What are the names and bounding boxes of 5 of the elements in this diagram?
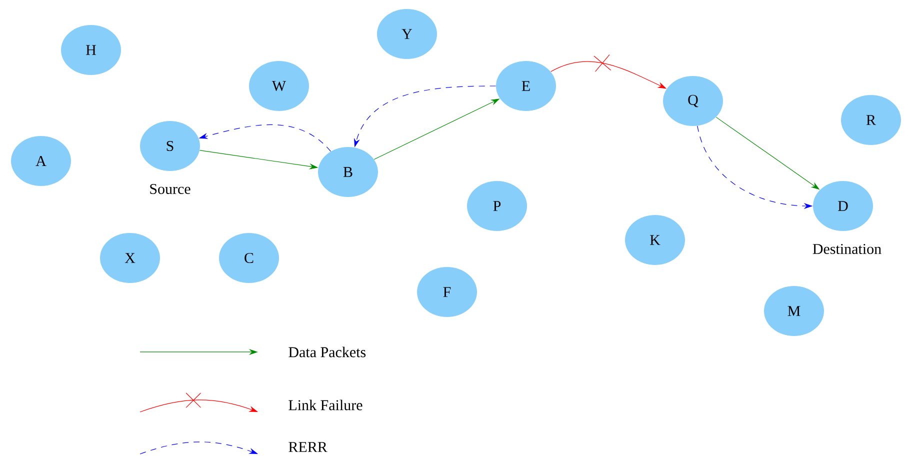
legend-label: RERR <box>288 442 328 452</box>
legend-label: Data Packets <box>288 346 366 358</box>
legend-label: Link Failure <box>288 400 362 410</box>
node-caption: Source <box>150 184 190 194</box>
node-caption: Destination <box>812 244 882 254</box>
